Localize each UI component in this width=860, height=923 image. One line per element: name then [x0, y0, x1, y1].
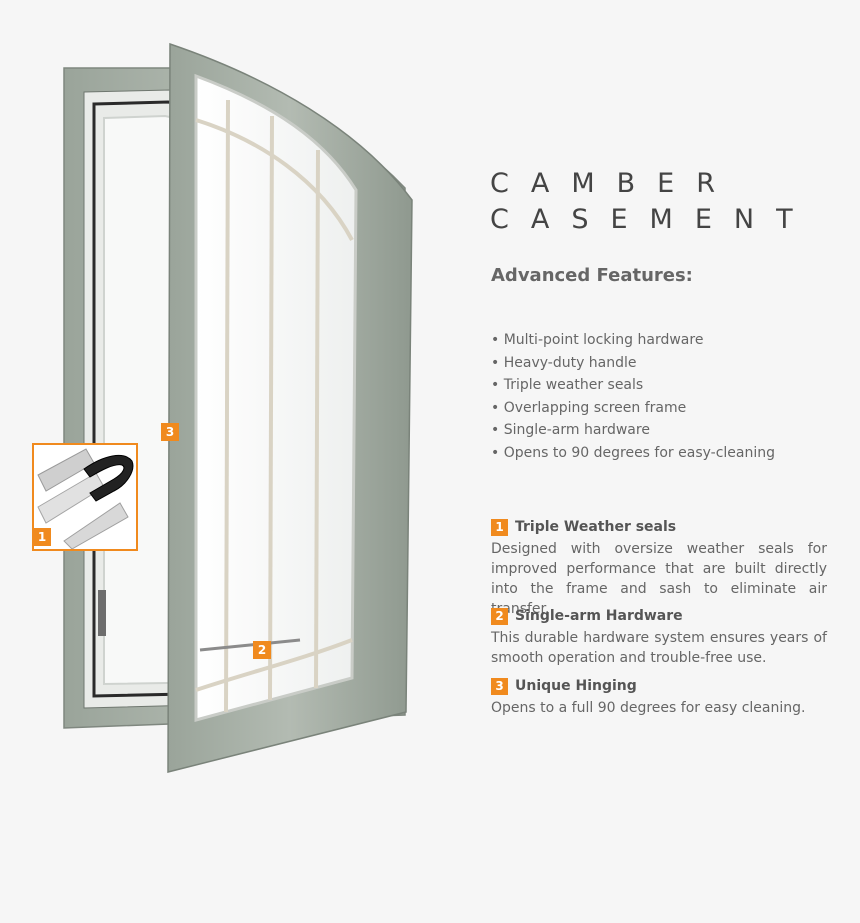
detail-single-arm-hardware: 2 Single-arm Hardware This durable hardw…	[491, 607, 827, 668]
window-illustration: 1 2 3	[32, 42, 413, 773]
feature-item: Multi-point locking hardware	[491, 329, 775, 352]
weather-seal-image	[34, 445, 136, 549]
detail-weather-seals: 1 Triple Weather seals Designed with ove…	[491, 518, 827, 619]
camber-casement-window-image	[63, 42, 413, 773]
feature-item: Single-arm hardware	[491, 419, 775, 442]
detail-body: This durable hardware system ensures yea…	[491, 630, 827, 666]
product-title-line-1: CAMBER	[490, 168, 737, 199]
callout-badge-2: 2	[253, 641, 271, 659]
feature-item: Heavy-duty handle	[491, 352, 775, 375]
detail-heading: Single-arm Hardware	[515, 608, 683, 624]
detail-number-badge: 1	[491, 518, 508, 536]
detail-body: Opens to a full 90 degrees for easy clea…	[491, 700, 806, 716]
features-heading: Advanced Features:	[491, 265, 693, 286]
features-list: Multi-point locking hardware Heavy-duty …	[491, 329, 775, 464]
feature-item: Overlapping screen frame	[491, 397, 775, 420]
detail-number-badge: 2	[491, 607, 508, 625]
detail-number-badge: 3	[491, 677, 508, 695]
detail-heading: Triple Weather seals	[515, 519, 677, 535]
product-title: CAMBER CASEMENT	[490, 166, 815, 238]
detail-body: Designed with oversize weather seals for…	[491, 541, 827, 617]
product-title-line-2: CASEMENT	[490, 204, 815, 235]
feature-item: Triple weather seals	[491, 374, 775, 397]
feature-item: Opens to 90 degrees for easy-cleaning	[491, 442, 775, 465]
callout-badge-3: 3	[161, 423, 179, 441]
detail-unique-hinging: 3 Unique Hinging Opens to a full 90 degr…	[491, 677, 827, 718]
detail-heading: Unique Hinging	[515, 678, 637, 694]
callout-badge-1: 1	[33, 528, 51, 546]
